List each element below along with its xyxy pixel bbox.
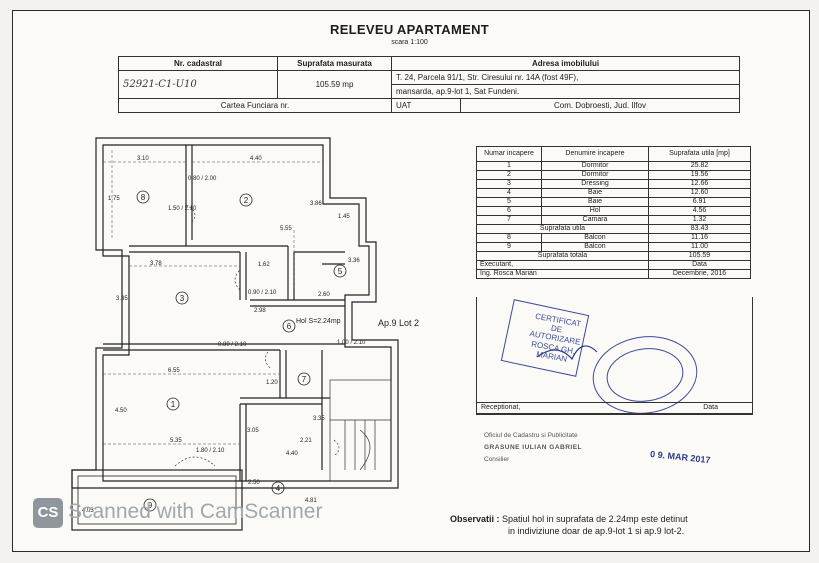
signature [536,345,598,361]
room-2-number: 2 [244,196,249,205]
door-100-210: 1.00 / 2.10 [337,340,366,346]
property-header-table: Nr. cadastral Suprafata masurata Adresa … [118,56,740,113]
authorization-stamp: CERTIFICAT DE AUTORIZARE ROSCA GH. MARIA… [500,299,698,414]
door-080-210: 0.80 / 2.10 [218,342,247,348]
dim-175: 1.75 [108,196,120,202]
door-150-210: 1.50 / 2.10 [168,206,197,212]
col-room-area: Suprafata utila [mp] [648,146,751,162]
dim-162: 1.62 [258,262,270,268]
door-090-210: 0.90 / 2.10 [248,290,277,296]
col-room-number: Numar incapere [476,146,542,162]
col-room-name: Denumire incapere [541,146,649,162]
dim-310: 3.10 [137,156,149,162]
room-8-number: 8 [141,193,146,202]
hol-label: Hol S=2.24mp [296,318,341,325]
room-area-table: Numar incapere Denumire incapere Suprafa… [476,146,751,279]
room-1-number: 1 [171,400,176,409]
door-180-210: 1.80 / 2.10 [196,448,225,454]
cadastral-number: 52921-C1-U10 [118,70,278,99]
observations-line-1: Spatiul hol in suprafata de 2.24mp este … [502,514,688,524]
dim-378: 3.78 [150,261,162,267]
observations-label: Observatii : [450,514,500,524]
carte-funciara-label: Cartea Funciara nr. [118,98,392,113]
dim-481: 4.81 [305,498,317,504]
dim-386: 3.86 [310,201,322,207]
dim-336: 3.36 [348,258,360,264]
apartment-label: Ap.9 Lot 2 [378,318,420,328]
dim-403: 4.03 [82,508,94,514]
dim-555: 5.55 [280,226,292,232]
cadastre-line-3: Consilier [484,456,510,463]
room-3-number: 3 [180,294,185,303]
observations: Observatii : Spatiul hol in suprafata de… [450,513,688,537]
room-7-number: 7 [302,375,307,384]
dim-535: 5.35 [170,438,182,444]
camscanner-watermark: Scanned with CamScanner [68,500,323,523]
stamp-line-2: DE [550,324,563,335]
door-080-200: 0.80 / 2.00 [188,176,217,182]
page-title: RELEVEU APARTAMENT [330,22,489,37]
dim-440b: 4.40 [286,451,298,457]
dim-145: 1.45 [338,214,350,220]
scale-label: scara 1:100 [391,39,428,46]
uat-value: Com. Dobroesti, Jud. Ilfov [460,98,740,113]
dim-335b: 3.35 [313,416,325,422]
room-6-number: 6 [287,322,292,331]
dim-260: 2.60 [318,292,330,298]
dim-250: 2.50 [248,480,260,486]
camscanner-logo: CS [33,498,63,528]
receptionat-data: Data [703,404,718,411]
cadastre-office-block: Oficiul de Cadastru si Publicitate GRASU… [484,430,582,466]
dim-120: 1.20 [266,380,278,386]
receptionat-label: Receptionat, [481,404,521,411]
uat-label: UAT [391,98,461,113]
cadastre-line-1: Oficiul de Cadastru si Publicitate [484,432,578,439]
executant-header-row: Executant,Data [476,260,751,270]
dim-655: 6.55 [168,368,180,374]
dim-440: 4.40 [250,156,262,162]
dim-335: 3.35 [116,296,128,302]
observations-line-2: in indiviziune doar de ap.9-lot 1 si ap.… [508,526,685,536]
cadastre-line-2: GRASUNE IULIAN GABRIEL [484,444,583,451]
dim-221: 2.21 [300,438,312,444]
stamp-area: CERTIFICAT DE AUTORIZARE ROSCA GH. MARIA… [476,297,753,414]
dim-305: 3.05 [247,428,259,434]
room-4-number: 4 [276,484,281,493]
room-5-number: 5 [338,267,343,276]
dim-450: 4.50 [115,408,127,414]
room-9-number: 9 [148,501,153,510]
dim-298: 2.98 [254,308,266,314]
receptionat-row: Receptionat, Data [476,402,753,415]
